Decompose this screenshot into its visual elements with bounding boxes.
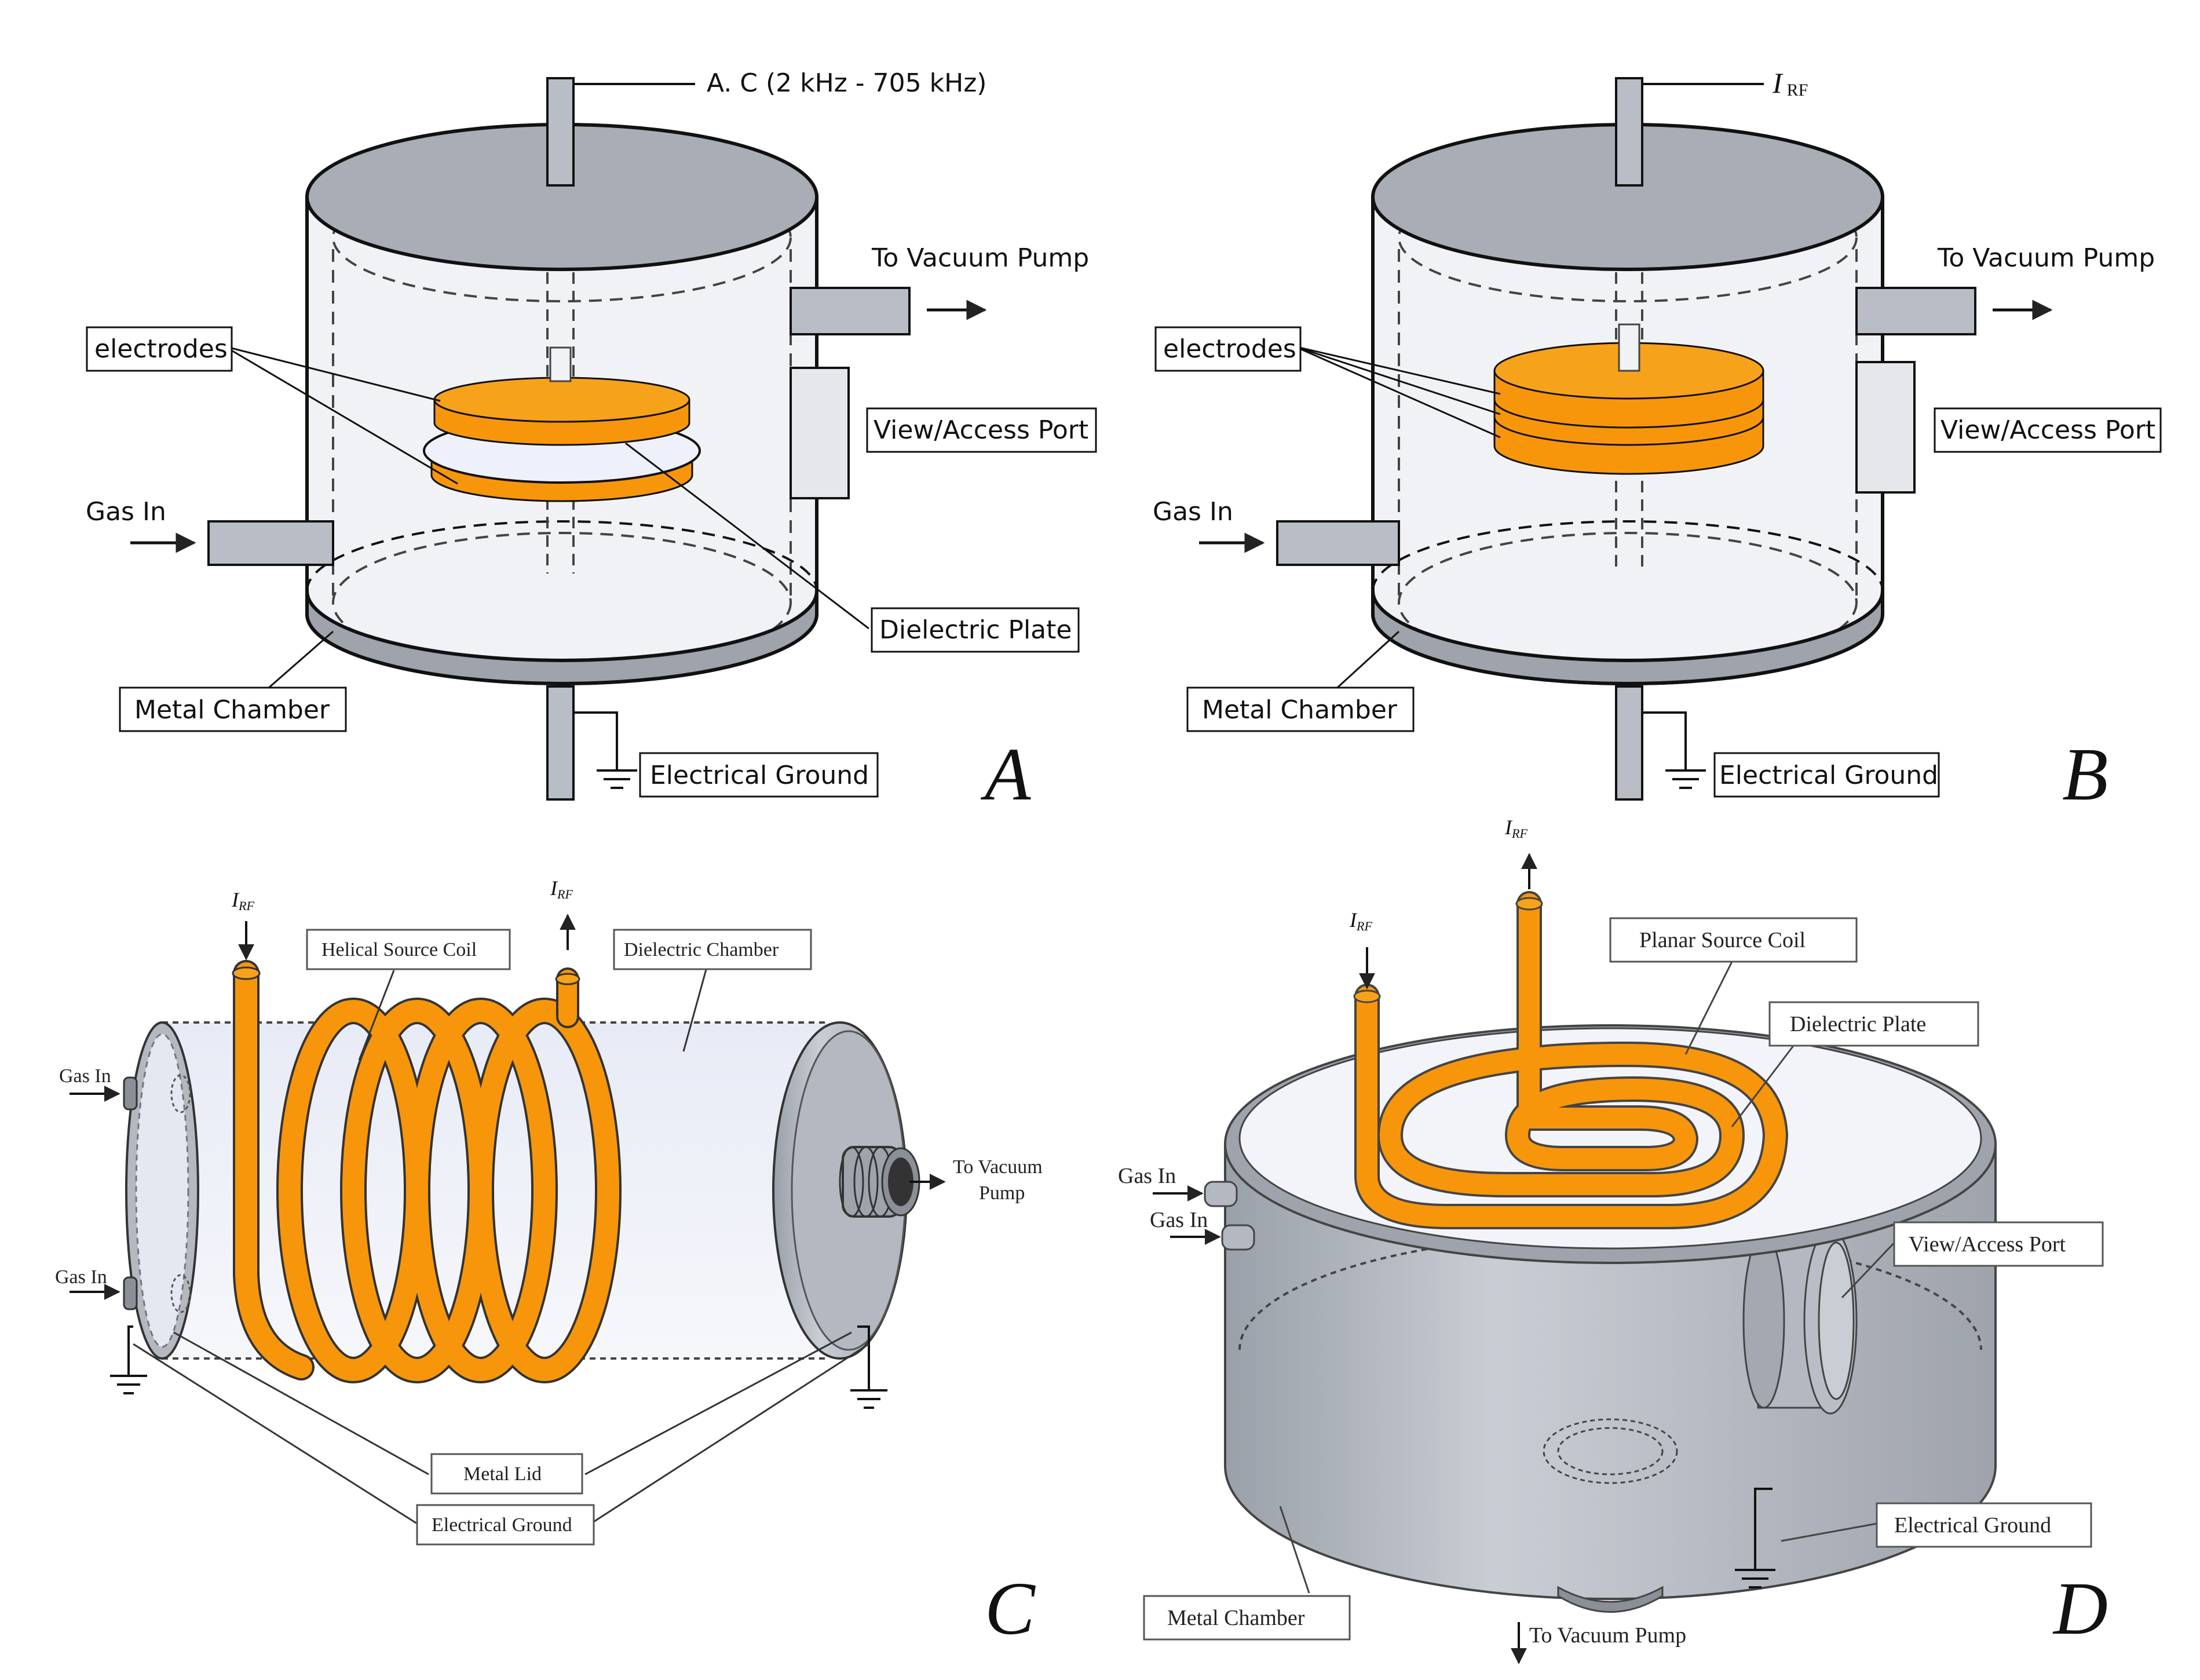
- vacuum-port: [1855, 287, 1976, 335]
- lid-label: Metal Lid: [463, 1463, 542, 1485]
- ground-label: Electrical Ground: [1894, 1513, 2051, 1537]
- electrodes-label: electrodes: [94, 334, 228, 364]
- panel-letter: D: [2052, 1567, 2108, 1650]
- ground-symbol: [1735, 1488, 1775, 1588]
- ground-symbol: [1642, 711, 1706, 789]
- electrode-stack: [423, 346, 701, 502]
- gas-label: Gas In: [1153, 497, 1233, 527]
- port-label: View/Access Port: [1940, 415, 2155, 445]
- panel-letter: C: [985, 1567, 1036, 1650]
- gas-label: Gas In: [86, 497, 166, 527]
- ground-label: Electrical Ground: [432, 1514, 572, 1536]
- gas-inlet: [207, 520, 334, 566]
- ground-label: Electrical Ground: [1719, 761, 1938, 790]
- port-label: View/Access Port: [874, 415, 1088, 445]
- irf-out-label: IRF: [1504, 816, 1527, 841]
- vacuum-label: To Vacuum Pump: [1937, 243, 2155, 273]
- chamber-label: Dielectric Chamber: [624, 939, 779, 960]
- ground-symbol-right: [850, 1325, 887, 1409]
- panel-letter: B: [2062, 733, 2108, 816]
- supply-label: A. C (2 kHz - 705 kHz): [707, 68, 986, 98]
- top-feedthrough: [546, 77, 575, 187]
- plate-label: Dielectric Plate: [1790, 1012, 1926, 1036]
- view-port: [1855, 361, 1916, 494]
- gas-inlets: [1204, 1181, 1255, 1251]
- chamber-label: Metal Chamber: [1167, 1606, 1305, 1630]
- gas-label-1: Gas In: [1118, 1164, 1176, 1188]
- ground-label: Electrical Ground: [650, 761, 869, 790]
- coil-label: Planar Source Coil: [1639, 928, 1806, 952]
- view-port: [790, 367, 850, 499]
- dielectric-label: Dielectric Plate: [879, 615, 1072, 645]
- chamber-label: Metal Chamber: [1202, 695, 1398, 725]
- irf-in-label: IRF: [231, 888, 254, 913]
- panel-c: IRF IRF Helical Source Coil Dielectric C…: [55, 876, 1043, 1650]
- ground-symbol: [573, 711, 637, 789]
- vacuum-label: To Vacuum Pump: [871, 243, 1089, 273]
- vacuum-port: [790, 287, 911, 335]
- panel-a: A. C (2 kHz - 705 kHz) To Vacuum Pump el…: [86, 68, 1097, 816]
- gas-label-2: Gas In: [55, 1266, 107, 1288]
- electrode-stack: [1493, 323, 1764, 475]
- port-label: View/Access Port: [1909, 1232, 2066, 1257]
- planar-coil: [1353, 891, 1789, 1229]
- panel-letter: A: [980, 733, 1031, 816]
- electrodes-label: electrodes: [1163, 334, 1296, 364]
- gas-label-2: Gas In: [1150, 1208, 1208, 1232]
- gas-inlet: [1276, 520, 1400, 566]
- top-feedthrough: [1615, 77, 1643, 187]
- panel-d: IRF IRF Planar Source Coil Dielectric Pl…: [1118, 816, 2108, 1664]
- vacuum-nozzle: [839, 1146, 920, 1218]
- vacuum-label-2: Pump: [979, 1182, 1025, 1204]
- irf-in-label: IRF: [1349, 908, 1372, 933]
- vacuum-label: To Vacuum Pump: [1529, 1623, 1686, 1648]
- irf-out-label: IRF: [550, 876, 573, 901]
- chamber-label: Metal Chamber: [134, 695, 330, 725]
- helical-coil: [232, 960, 622, 1383]
- ground-symbol-left: [110, 1325, 147, 1394]
- bottom-feedthrough: [1615, 685, 1643, 801]
- view-port: [1742, 1227, 1858, 1415]
- bottom-feedthrough: [546, 685, 575, 801]
- dielectric-chamber-body: [162, 1022, 828, 1358]
- coil-label: Helical Source Coil: [321, 939, 477, 960]
- gas-label-1: Gas In: [59, 1065, 111, 1087]
- vacuum-label-1: To Vacuum: [953, 1156, 1043, 1178]
